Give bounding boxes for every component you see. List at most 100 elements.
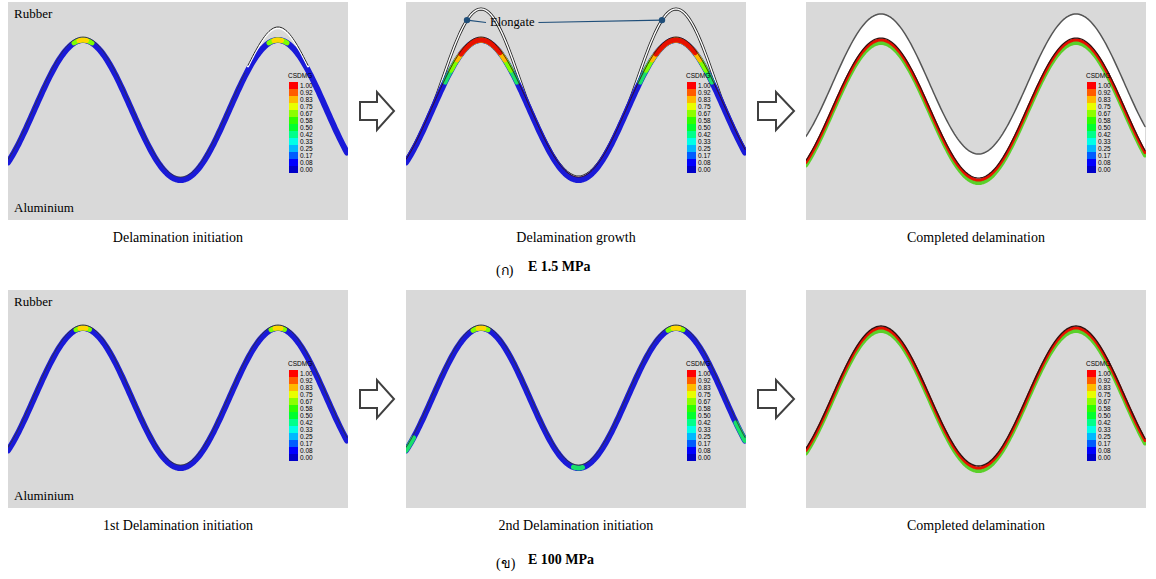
legend-row: 0.42: [289, 419, 313, 426]
damage-zone: [473, 328, 488, 330]
contour-legend: 1.000.920.830.750.670.580.500.420.330.25…: [687, 82, 711, 173]
legend-swatch: [687, 103, 696, 110]
legend-swatch: [1087, 405, 1096, 412]
legend-swatch: [289, 110, 298, 117]
legend-value: 0.92: [1098, 377, 1111, 384]
legend-row: 0.50: [687, 124, 711, 131]
legend-swatch: [289, 405, 298, 412]
legend-row: 1.00: [1087, 370, 1111, 377]
legend-value: 0.17: [1098, 440, 1111, 447]
legend-value: 0.42: [1098, 131, 1111, 138]
legend-value: 0.33: [1098, 426, 1111, 433]
legend-row: 1.00: [687, 82, 711, 89]
legend-value: 0.50: [698, 412, 711, 419]
block-arrow: [360, 380, 394, 418]
rubber-edge: [8, 325, 347, 465]
legend-row: 0.08: [289, 159, 313, 166]
contour-legend: 1.000.920.830.750.670.580.500.420.330.25…: [289, 370, 313, 461]
legend-swatch: [687, 145, 696, 152]
legend-swatch: [1087, 433, 1096, 440]
legend-row: 1.00: [289, 82, 313, 89]
contour-legend: 1.000.920.830.750.670.580.500.420.330.25…: [1087, 82, 1111, 173]
legend-row: 0.33: [1087, 426, 1111, 433]
rubber-edge: [8, 37, 245, 177]
legend-row: 0.58: [687, 117, 711, 124]
legend-row: 0.50: [289, 412, 313, 419]
rubber-edge: [406, 9, 745, 177]
legend-value: 0.83: [300, 96, 313, 103]
legend-value: 0.42: [300, 419, 313, 426]
legend-row: 0.42: [289, 131, 313, 138]
legend-swatch: [1087, 82, 1096, 89]
damage-zone: [656, 40, 695, 54]
legend-swatch: [1087, 131, 1096, 138]
legend-row: 0.92: [687, 89, 711, 96]
legend-value: 0.08: [698, 159, 711, 166]
legend-row: 1.00: [289, 370, 313, 377]
legend-swatch: [289, 131, 298, 138]
panel-label: Rubber: [14, 6, 52, 22]
legend-swatch: [289, 145, 298, 152]
legend-swatch: [1087, 384, 1096, 391]
legend-value: 0.08: [300, 159, 313, 166]
wave-figure: [406, 325, 745, 468]
contour-legend: 1.000.920.830.750.670.580.500.420.330.25…: [1087, 370, 1111, 461]
damage-zone: [668, 328, 683, 330]
legend-row: 0.00: [1087, 166, 1111, 173]
damage-zone: [652, 40, 700, 60]
legend-row: 0.92: [687, 377, 711, 384]
legend-swatch: [289, 377, 298, 384]
legend-swatch: [687, 89, 696, 96]
legend-swatch: [687, 110, 696, 117]
legend-swatch: [289, 412, 298, 419]
legend-value: 1.00: [1098, 82, 1111, 89]
legend-swatch: [1087, 426, 1096, 433]
legend-swatch: [1087, 377, 1096, 384]
legend-row: 0.00: [1087, 454, 1111, 461]
legend-value: 0.75: [698, 103, 711, 110]
aluminium-edge: [806, 326, 1145, 466]
legend-row: 0.00: [289, 454, 313, 461]
legend-row: 0.92: [289, 377, 313, 384]
legend-row: 0.83: [687, 384, 711, 391]
legend-value: 1.00: [698, 82, 711, 89]
legend-row: 0.58: [289, 117, 313, 124]
legend-row: 0.17: [687, 152, 711, 159]
legend-swatch: [687, 454, 696, 461]
legend-value: 0.17: [698, 152, 711, 159]
contour-legend: 1.000.920.830.750.670.580.500.420.330.25…: [687, 370, 711, 461]
wave-figure: [806, 326, 1145, 471]
legend-swatch: [1087, 391, 1096, 398]
legend-value: 0.83: [300, 384, 313, 391]
legend-value: 0.33: [698, 426, 711, 433]
legend-row: 0.42: [687, 419, 711, 426]
legend-value: 0.67: [1098, 110, 1111, 117]
legend-row: 0.00: [289, 166, 313, 173]
legend-row: 0.17: [1087, 440, 1111, 447]
legend-row: 0.75: [1087, 103, 1111, 110]
panel-figure: [806, 290, 1146, 508]
legend-swatch: [687, 377, 696, 384]
legend-value: 0.75: [698, 391, 711, 398]
damage-zone: [275, 326, 281, 331]
legend-value: 0.17: [1098, 152, 1111, 159]
legend-row: 0.92: [1087, 89, 1111, 96]
legend-row: 0.08: [1087, 159, 1111, 166]
legend-row: 0.83: [1087, 384, 1111, 391]
legend-swatch: [289, 398, 298, 405]
damage-zone: [79, 38, 87, 44]
legend-value: 0.17: [300, 440, 313, 447]
legend-value: 0.83: [1098, 384, 1111, 391]
legend-swatch: [1087, 419, 1096, 426]
legend-swatch: [1087, 138, 1096, 145]
legend-swatch: [687, 412, 696, 419]
legend-value: 0.25: [698, 433, 711, 440]
wave-figure: [806, 14, 1145, 183]
legend-value: 0.00: [300, 454, 313, 461]
wave-figure: [8, 325, 347, 468]
contour-legend: 1.000.920.830.750.670.580.500.420.330.25…: [289, 82, 313, 173]
legend-swatch: [289, 391, 298, 398]
legend-value: 0.25: [698, 145, 711, 152]
legend-value: 0.50: [698, 124, 711, 131]
legend-row: 0.00: [687, 454, 711, 461]
